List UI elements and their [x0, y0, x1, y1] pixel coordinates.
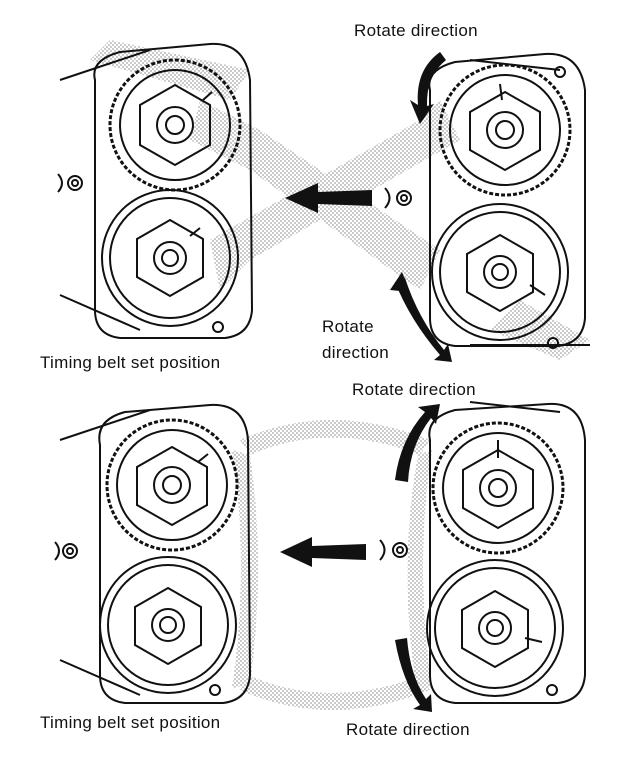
top-left-upper-gear-icon — [108, 58, 242, 192]
top-right-lower-gear-icon — [431, 203, 569, 341]
bottom-rotate-direction-top-label: Rotate direction — [352, 380, 476, 399]
top-timing-belt-caption: Timing belt set position — [40, 353, 221, 372]
bottom-right-lower-gear-icon — [426, 559, 564, 697]
top-rotate-direction-lower-label-line2: direction — [322, 343, 389, 362]
top-left-lower-gear-icon — [101, 189, 239, 327]
bottom-right-bolt-icon — [392, 542, 408, 558]
bottom-timing-belt-caption: Timing belt set position — [40, 713, 221, 732]
top-rotate-direction-lower-label-line1: Rotate — [322, 317, 374, 336]
bottom-right-assembly — [379, 401, 586, 704]
top-left-assembly — [57, 42, 254, 339]
top-curved-arrow-icon — [390, 52, 452, 362]
bottom-right-upper-gear-icon — [431, 421, 565, 555]
bottom-rotate-direction-bottom-label: Rotate direction — [346, 720, 470, 739]
top-right-upper-gear-icon — [438, 63, 572, 197]
top-rotate-direction-label: Rotate direction — [354, 21, 478, 40]
top-section — [57, 40, 590, 362]
bottom-left-lower-gear-icon — [99, 556, 237, 694]
bottom-section — [54, 401, 586, 712]
bottom-left-upper-gear-icon — [105, 418, 239, 552]
top-right-assembly — [384, 52, 590, 349]
bottom-left-arrow-icon — [280, 537, 366, 567]
bottom-left-bolt-icon — [62, 543, 78, 559]
top-left-arrow-icon — [285, 183, 372, 213]
bottom-curved-arrow-icon — [395, 404, 440, 712]
top-right-bolt-icon — [396, 190, 412, 206]
bottom-left-assembly — [54, 403, 252, 704]
top-left-bolt-icon — [67, 175, 83, 191]
bottom-shaded-belt — [232, 420, 432, 710]
